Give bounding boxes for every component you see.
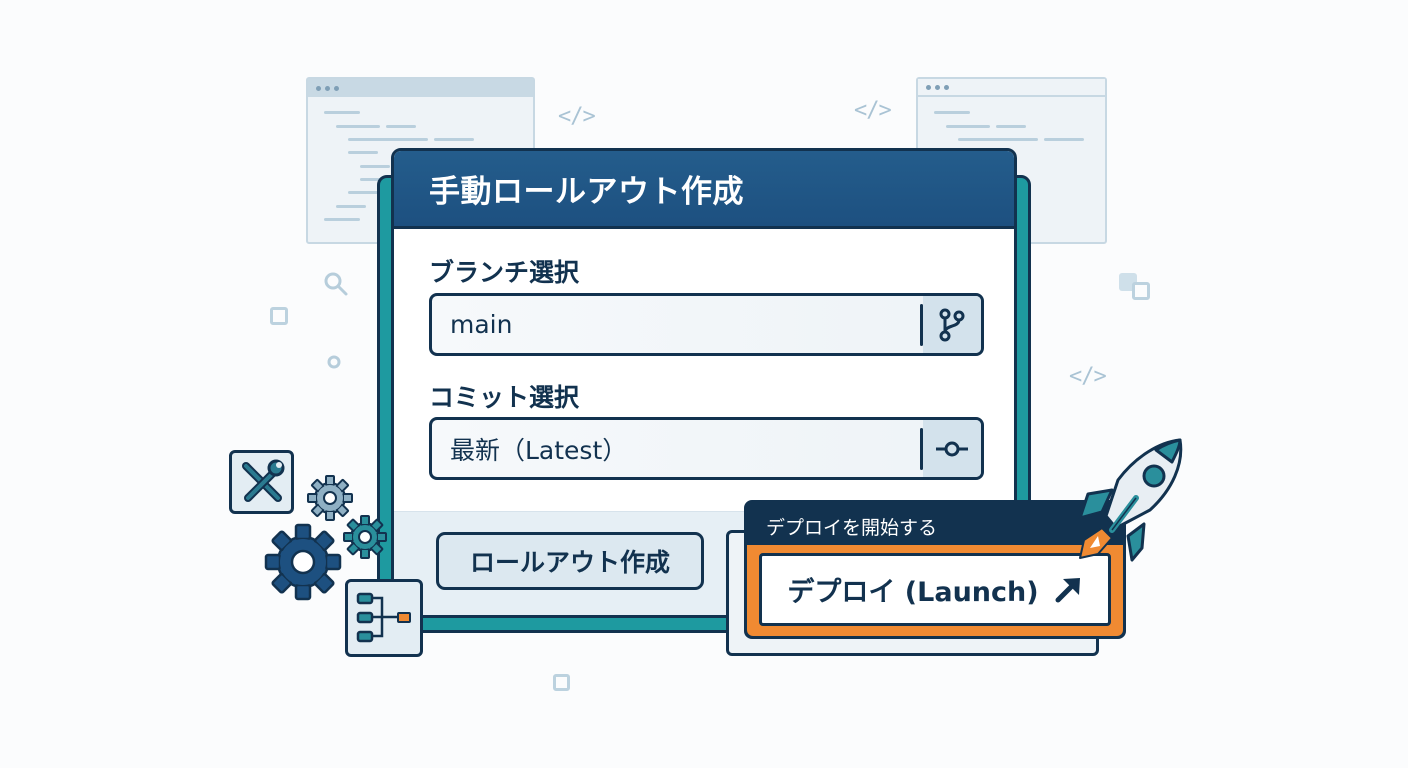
window-dot xyxy=(334,85,339,91)
circle-decoration xyxy=(327,355,341,369)
deploy-button-label: デプロイ (Launch) xyxy=(787,577,1039,608)
arrow-up-right-icon xyxy=(1055,577,1080,602)
commit-select[interactable]: 最新（Latest） xyxy=(429,417,984,480)
code-icon: </> xyxy=(1069,364,1107,389)
window-dot xyxy=(926,84,931,90)
select-divider xyxy=(920,427,923,470)
flowchart-icon-box xyxy=(345,579,423,657)
code-icon: </> xyxy=(854,98,892,123)
square-decoration xyxy=(1132,282,1150,300)
dialog-title: 手動ロールアウト作成 xyxy=(429,174,744,210)
rocket-icon xyxy=(1078,438,1183,562)
commit-label: コミット選択 xyxy=(429,383,580,412)
window-dot xyxy=(944,84,949,90)
dialog-header: 手動ロールアウト作成 xyxy=(394,151,1014,229)
deploy-card: デプロイを開始する デプロイ (Launch) xyxy=(744,500,1126,639)
search-icon xyxy=(324,272,348,296)
create-rollout-button[interactable]: ロールアウト作成 xyxy=(436,532,704,590)
deploy-caption: デプロイを開始する xyxy=(766,517,938,539)
gear-icon xyxy=(307,475,353,521)
git-commit-icon xyxy=(936,441,968,456)
window-dot xyxy=(316,85,321,91)
deploy-launch-button[interactable]: デプロイ (Launch) xyxy=(759,553,1111,626)
branch-select-button[interactable] xyxy=(923,296,981,353)
branch-label: ブランチ選択 xyxy=(429,258,580,287)
gear-icon xyxy=(343,515,387,559)
branch-select[interactable]: main xyxy=(429,293,984,356)
window-titlebar xyxy=(308,79,533,97)
flowchart-icon xyxy=(356,592,411,643)
square-decoration xyxy=(553,674,570,691)
tools-icon xyxy=(241,459,284,502)
select-divider xyxy=(920,303,923,346)
window-titlebar xyxy=(918,79,1105,97)
git-branch-icon xyxy=(939,308,965,341)
branch-select-value: main xyxy=(450,310,513,339)
window-dot xyxy=(935,84,940,90)
window-dot xyxy=(325,85,330,91)
commit-select-value: 最新（Latest） xyxy=(450,435,628,465)
commit-select-button[interactable] xyxy=(923,420,981,477)
gear-icon xyxy=(264,523,342,601)
square-decoration xyxy=(270,307,288,325)
tools-icon-box xyxy=(229,450,294,514)
code-icon: </> xyxy=(558,104,596,129)
